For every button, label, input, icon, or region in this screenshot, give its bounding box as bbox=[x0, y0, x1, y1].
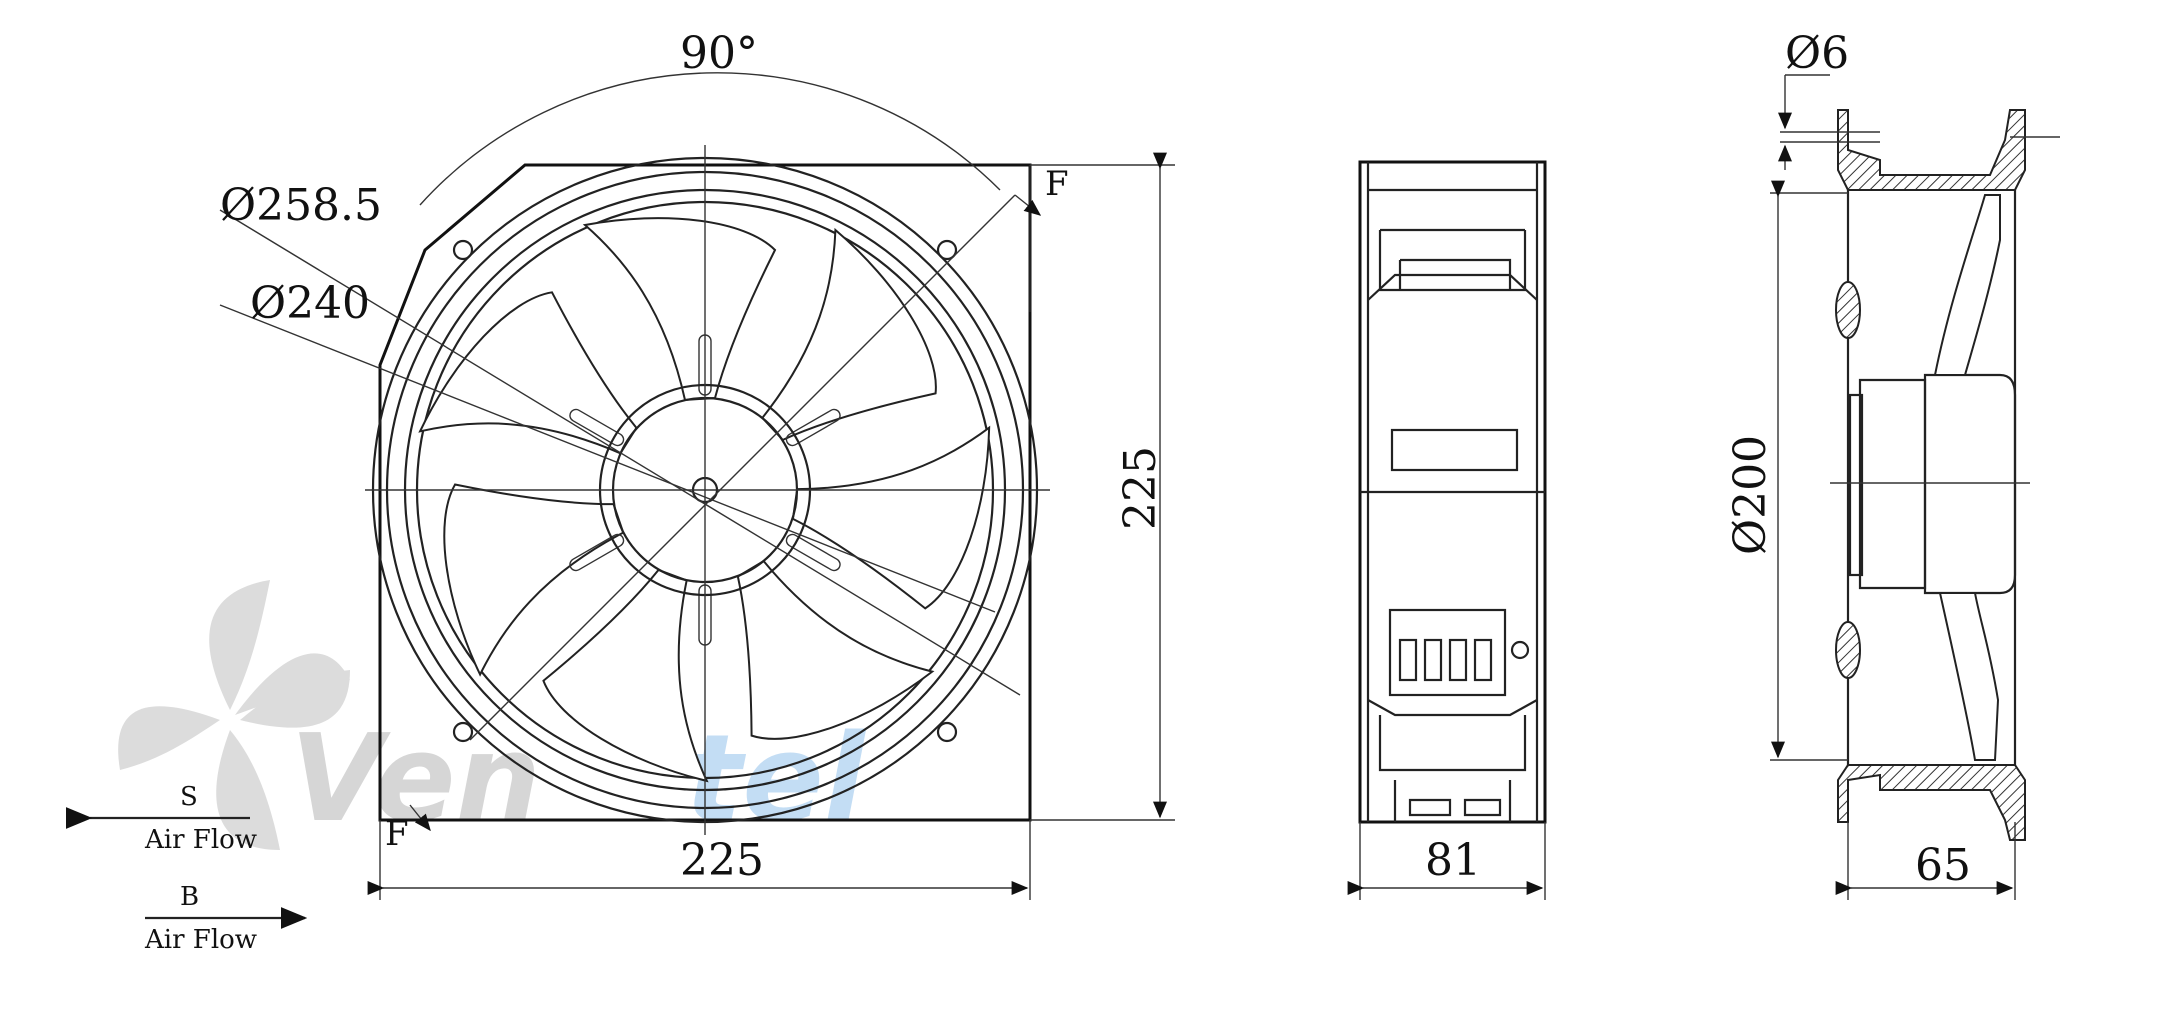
motor-mount bbox=[1848, 393, 1864, 577]
spoke bbox=[569, 533, 625, 572]
legend-s-label: Air Flow bbox=[144, 825, 257, 855]
watermark-fan-icon bbox=[118, 580, 350, 850]
section-rib bbox=[1835, 281, 1861, 339]
fan-blade bbox=[791, 425, 991, 610]
mount-hole-tr bbox=[936, 239, 958, 261]
hole-dia-label: Ø6 bbox=[1785, 28, 1849, 79]
fan-blade bbox=[542, 568, 709, 783]
motor-body-left bbox=[1858, 378, 1927, 590]
angle-label: 90° bbox=[680, 28, 758, 79]
side-top-flange bbox=[1368, 188, 1537, 292]
fan-blade bbox=[736, 559, 935, 740]
section-view: Ø6 Ø200 65 bbox=[1725, 28, 2060, 900]
mount-hole-tl bbox=[452, 239, 474, 261]
section-flange-top bbox=[1837, 109, 2026, 191]
section-flange-bottom bbox=[1837, 764, 2026, 841]
watermark-text-grey: Ven bbox=[290, 710, 541, 849]
side-bottom-connector bbox=[1393, 780, 1512, 822]
motor-body-right bbox=[1923, 373, 2017, 595]
side-view: 81 bbox=[1347, 160, 1547, 900]
section-arrow-top bbox=[1014, 194, 1042, 216]
fan-blade bbox=[761, 227, 937, 442]
section-depth-label: 65 bbox=[1915, 840, 1971, 891]
height-dim-label: 225 bbox=[1115, 446, 1166, 530]
terminal-block bbox=[1388, 608, 1507, 697]
section-blade-top bbox=[1933, 194, 2001, 376]
section-dia-label: Ø200 bbox=[1725, 435, 1776, 555]
legend-s-letter: S bbox=[180, 782, 198, 812]
legend-b-label: Air Flow bbox=[144, 925, 257, 955]
side-label-plate bbox=[1390, 428, 1519, 472]
side-depth-label: 81 bbox=[1425, 835, 1481, 886]
angle-arc bbox=[419, 72, 1001, 206]
leader-dia-outer bbox=[219, 209, 1021, 696]
spoke bbox=[569, 408, 625, 447]
side-bottom-flange bbox=[1367, 699, 1538, 772]
fan-blades bbox=[418, 217, 991, 783]
spoke bbox=[785, 408, 841, 447]
airflow-legend: S Air Flow B Air Flow bbox=[65, 782, 308, 955]
fan-blade bbox=[582, 217, 777, 402]
leader-dia-inner bbox=[219, 304, 996, 613]
dia-inner-label: Ø240 bbox=[250, 278, 370, 329]
side-top-lip bbox=[1367, 273, 1538, 301]
section-rib bbox=[1835, 621, 1861, 679]
spoke bbox=[785, 533, 841, 572]
section-line bbox=[469, 194, 1016, 741]
section-marker-bottom: F bbox=[385, 814, 409, 854]
mount-hole-bl bbox=[452, 721, 474, 743]
section-marker-top: F bbox=[1045, 164, 1069, 204]
front-view: 90° Ø258.5 Ø240 225 225 F F bbox=[219, 28, 1175, 900]
legend-b-letter: B bbox=[180, 882, 199, 912]
section-arrow-bottom bbox=[409, 804, 431, 832]
mount-hole-br bbox=[936, 721, 958, 743]
fan-blade bbox=[443, 483, 625, 677]
terminal-screws bbox=[1398, 638, 1530, 682]
width-dim-label: 225 bbox=[680, 835, 764, 886]
section-blade-bottom bbox=[1938, 592, 2000, 761]
dia-outer-label: Ø258.5 bbox=[220, 180, 382, 231]
